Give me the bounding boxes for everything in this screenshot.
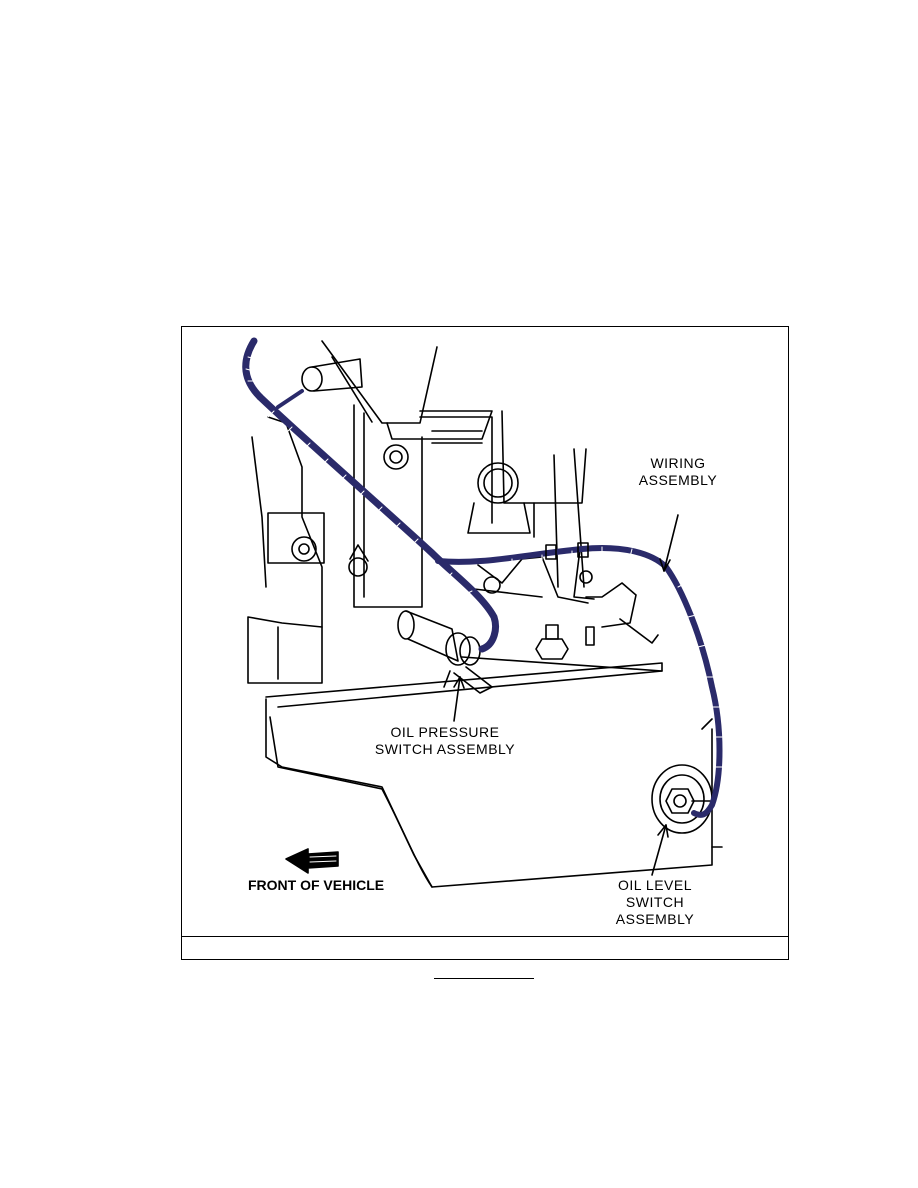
wiring-assembly-label: WIRING ASSEMBLY: [618, 455, 738, 489]
oil-pressure-switch-label: OIL PRESSURE SWITCH ASSEMBLY: [350, 724, 540, 758]
wiring-harness: [242, 337, 723, 818]
oil-level-label-line3: ASSEMBLY: [615, 911, 695, 927]
oil-level-switch: [651, 764, 713, 834]
front-of-vehicle-label: FRONT OF VEHICLE: [248, 877, 385, 893]
wiring-clips: [545, 542, 589, 560]
engine-block-outline: [247, 340, 663, 708]
wiring-braid-ticks: [245, 356, 723, 768]
wiring-label-line2: ASSEMBLY: [638, 472, 718, 488]
oil-level-label-line1: OIL LEVEL: [617, 877, 693, 893]
oil-pressure-switch: [397, 610, 493, 694]
oil-pan: [265, 698, 723, 888]
oil-pressure-label-line2: SWITCH ASSEMBLY: [374, 741, 516, 757]
wiring-label-line1: WIRING: [650, 455, 706, 471]
caption-strip: [182, 936, 788, 959]
engine-illustration: [242, 337, 723, 888]
oil-level-switch-label: OIL LEVEL SWITCH ASSEMBLY: [600, 877, 710, 928]
figure-frame: WIRING ASSEMBLY OIL PRESSURE SWITCH ASSE…: [181, 326, 789, 960]
oil-pressure-label-line1: OIL PRESSURE: [390, 724, 500, 740]
oil-level-label-line2: SWITCH: [625, 894, 685, 910]
underline-rule: [434, 978, 534, 979]
leader-lines: [453, 514, 679, 876]
arrow-left-icon: [285, 848, 339, 874]
